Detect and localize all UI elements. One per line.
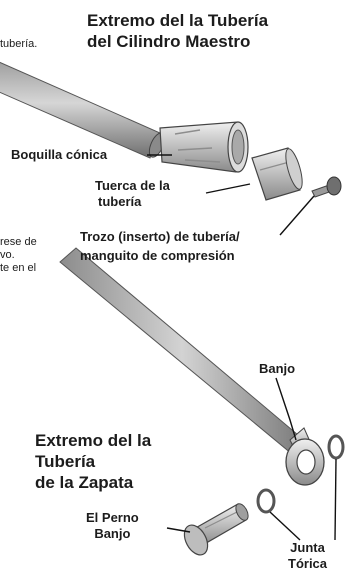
- o-ring-left: [256, 488, 276, 514]
- cut-text-mid-line1: rese de: [0, 236, 37, 248]
- label-banjo-bolt-line1: El Perno: [86, 510, 139, 525]
- leader-o-ring-right: [334, 458, 337, 541]
- upper-hose: [0, 61, 166, 159]
- label-banjo-bolt-line2: Banjo: [94, 526, 131, 541]
- label-banjo: Banjo: [259, 361, 296, 376]
- cut-text-mid-line3: te en el: [0, 262, 37, 274]
- cut-text-mid: rese de vo. te en el: [0, 236, 37, 275]
- tube-nut-part: [251, 147, 303, 201]
- cut-text-top-line: tubería.: [0, 38, 38, 50]
- label-banjo-bolt: El Perno Banjo: [86, 510, 139, 542]
- caliper-heading-line3: de la Zapata: [35, 473, 134, 492]
- master-heading-line2: del Cilindro Maestro: [87, 32, 251, 51]
- cut-text-mid-line2: vo.: [0, 249, 15, 261]
- o-ring-right: [327, 434, 345, 460]
- cut-text-top: tubería.: [0, 38, 37, 51]
- label-tube-nut-line1: Tuerca de la: [95, 178, 170, 193]
- master-heading-line1: Extremo del la Tubería: [87, 11, 269, 30]
- leader-o-ring-left: [269, 511, 301, 541]
- banjo-fitting: [285, 427, 325, 486]
- label-tube-nut-line2: tubería: [98, 194, 142, 209]
- label-tube-nut: Tuerca de la tubería: [95, 178, 170, 210]
- label-insert: Trozo (inserto) de tubería/ manguito de …: [80, 227, 240, 265]
- label-insert-line1: Trozo (inserto) de tubería/: [80, 229, 240, 244]
- leader-lines: [147, 154, 337, 541]
- lower-hose: [59, 247, 305, 455]
- master-cylinder-heading: Extremo del la Tubería del Cilindro Maes…: [87, 10, 268, 52]
- leader-banjo-bolt: [166, 527, 191, 533]
- banjo-bolt-part: [183, 503, 249, 556]
- caliper-heading-line1: Extremo del la: [35, 431, 152, 450]
- label-o-ring-line1: Junta: [290, 540, 325, 555]
- leader-banjo: [275, 377, 297, 441]
- leader-insert: [279, 195, 315, 236]
- label-o-ring-line2: Tórica: [288, 556, 328, 571]
- conical-nut-part: [159, 121, 249, 173]
- leader-tube-nut: [205, 183, 251, 194]
- label-conical-nut: Boquilla cónica: [11, 147, 108, 162]
- label-o-ring: Junta Tórica: [288, 540, 327, 572]
- caliper-heading: Extremo del la Tubería de la Zapata: [35, 430, 151, 493]
- label-insert-line2: manguito de compresión: [80, 248, 235, 263]
- insert-part: [311, 176, 342, 198]
- caliper-heading-line2: Tubería: [35, 452, 96, 471]
